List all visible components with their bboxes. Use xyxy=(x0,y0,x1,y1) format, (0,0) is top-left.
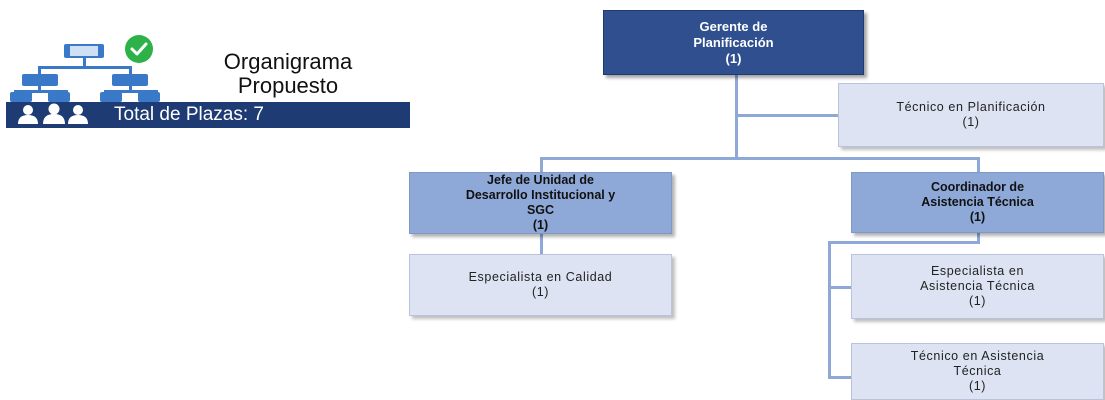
connector-line xyxy=(977,233,980,243)
chart-title-line2: Propuesto xyxy=(237,73,339,98)
org-chart-icon xyxy=(8,34,168,102)
total-plazas-label: Total de Plazas: 7 xyxy=(114,104,264,125)
node-especialista-calidad: Especialista en Calidad (1) xyxy=(409,254,672,316)
chart-title-line1: Organigrama xyxy=(223,49,353,74)
node-jefe-unidad: Jefe de Unidad de Desarrollo Institucion… xyxy=(409,172,672,234)
connector-line xyxy=(828,241,831,378)
connector-line xyxy=(828,286,851,289)
node-coordinador-asistencia: Coordinador de Asistencia Técnica (1) xyxy=(851,172,1104,233)
node-especialista-asistencia: Especialista en Asistencia Técnica (1) xyxy=(851,254,1104,319)
connector-line xyxy=(540,157,543,172)
people-icon xyxy=(6,102,98,128)
node-tecnico-asistencia: Técnico en Asistencia Técnica (1) xyxy=(851,343,1104,400)
connector-line xyxy=(735,75,738,160)
connector-line xyxy=(540,234,543,254)
connector-line xyxy=(977,157,980,172)
connector-line xyxy=(828,241,980,244)
connector-line xyxy=(828,376,851,379)
check-circle-icon xyxy=(124,34,154,64)
chart-title: Organigrama Propuesto xyxy=(168,50,408,98)
connector-line xyxy=(735,114,838,117)
total-plazas-banner: Total de Plazas: 7 xyxy=(6,102,410,128)
node-gerente-planificacion: Gerente de Planificación (1) xyxy=(603,10,864,75)
connector-line xyxy=(540,157,978,160)
node-tecnico-planificacion: Técnico en Planificación (1) xyxy=(838,83,1104,147)
